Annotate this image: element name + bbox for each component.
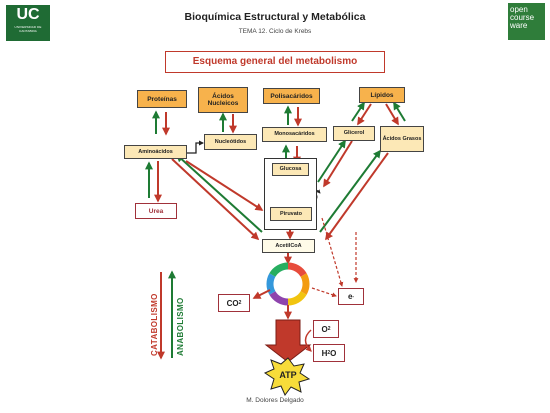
acetilcoa-label: AcetilCoA	[275, 242, 302, 249]
arrow-catab-lipidos-grasos	[385, 103, 399, 126]
box-lipidos: Lípidos	[359, 87, 405, 103]
box-urea: Urea	[135, 203, 177, 219]
arrow-amino-nucleotidos	[186, 140, 205, 154]
box-polisacaridos: Polisacáridos	[263, 88, 320, 104]
acidos-nucleicos-label: Ácidos Nucleicos	[207, 93, 239, 107]
arrow-krebs-co2	[252, 289, 271, 299]
arrow-dashed-cycle-e	[311, 287, 337, 298]
uc-logo-text: UC	[16, 6, 40, 23]
box-glicerol: Glicerol	[333, 126, 375, 141]
box-nucleotidos: Nucleótidos	[204, 134, 257, 150]
glucosa-label: Glucosa	[279, 166, 302, 173]
piruvato-label: Piruvato	[279, 210, 302, 217]
uc-logo-subtext: UNIVERSIDAD DE CANTABRIA	[14, 25, 42, 33]
urea-label: Urea	[148, 207, 164, 215]
box-acidos-grasos: Ácidos Grasos	[380, 126, 424, 152]
arrow-catab-amino-acetil	[171, 158, 260, 241]
krebs-cycle-icon	[266, 262, 310, 306]
page-subtitle: TEMA 12. Ciclo de Krebs	[238, 28, 312, 35]
ocw-logo-line-3: ware	[510, 21, 528, 30]
arrow-o2-h2o	[304, 329, 312, 352]
box-electron: e-	[338, 288, 364, 305]
co2-label: CO	[226, 298, 239, 308]
box-proteinas: Proteínas	[137, 90, 187, 108]
page-title: Bioquímica Estructural y Metabólica	[184, 11, 366, 23]
co2-subscript: 2	[238, 300, 242, 306]
ocw-logo-line-2: course	[510, 13, 535, 22]
uc-logo: UC UNIVERSIDAD DE CANTABRIA	[6, 5, 50, 41]
respiratory-chain-arrow	[264, 319, 312, 363]
atp-starburst-icon	[263, 357, 311, 396]
glicerol-label: Glicerol	[343, 130, 365, 137]
ocw-logo-line-1: open	[510, 5, 528, 14]
o2-subscript: 2	[327, 326, 331, 332]
ocw-logo: open course ware	[508, 3, 545, 40]
aminoacidos-label: Aminoácidos	[138, 148, 173, 155]
footer-author: M. Dolores Delgado	[246, 397, 304, 404]
lipidos-label: Lípidos	[370, 91, 394, 99]
arrow-anab-lipidos-glicerol	[351, 101, 365, 122]
box-aminoacidos: Aminoácidos	[124, 145, 187, 159]
nucleotidos-label: Nucleótidos	[214, 138, 247, 145]
h2o-label-h: H	[321, 348, 328, 358]
arrow-catab-lipidos-glicerol	[357, 103, 372, 126]
arrow-catab-grasos-acetil	[325, 152, 389, 241]
electron-superscript: -	[352, 293, 355, 300]
box-piruvato: Piruvato	[270, 207, 312, 221]
box-acidos-nucleicos: Ácidos Nucleicos	[198, 87, 248, 113]
monosacaridos-label: Monosacáridos	[274, 131, 315, 138]
atp-label: ATP	[279, 370, 297, 380]
arrow-anab-lipidos-grasos	[393, 101, 406, 122]
h2o-subscript: 2	[327, 350, 331, 356]
proteinas-label: Proteínas	[147, 95, 177, 103]
electron-label: e	[347, 292, 353, 301]
diagram-title: Esquema general del metabolismo	[165, 51, 385, 73]
arrow-catab-amino-piruvato	[185, 160, 264, 211]
arrow-anab-glicerol	[317, 139, 346, 183]
h2o-label-o: O	[330, 348, 337, 358]
arrow-dashed-piruvato-e	[321, 217, 344, 287]
arrow-anab-amino-acetil	[175, 153, 263, 233]
box-acetilcoa: AcetilCoA	[262, 239, 315, 253]
box-glucosa: Glucosa	[272, 163, 309, 176]
polisacaridos-label: Polisacáridos	[270, 92, 313, 100]
catabolismo-label: CATABOLISMO	[150, 293, 159, 356]
anabolismo-label: ANABOLISMO	[176, 297, 185, 356]
o2-label: O	[321, 324, 328, 334]
box-monosacaridos: Monosacáridos	[262, 127, 327, 142]
acidos-grasos-label: Ácidos Grasos	[382, 135, 422, 142]
arrow-anab-grasos-acetil	[319, 149, 381, 233]
arrow-catab-glicerol	[323, 140, 353, 188]
